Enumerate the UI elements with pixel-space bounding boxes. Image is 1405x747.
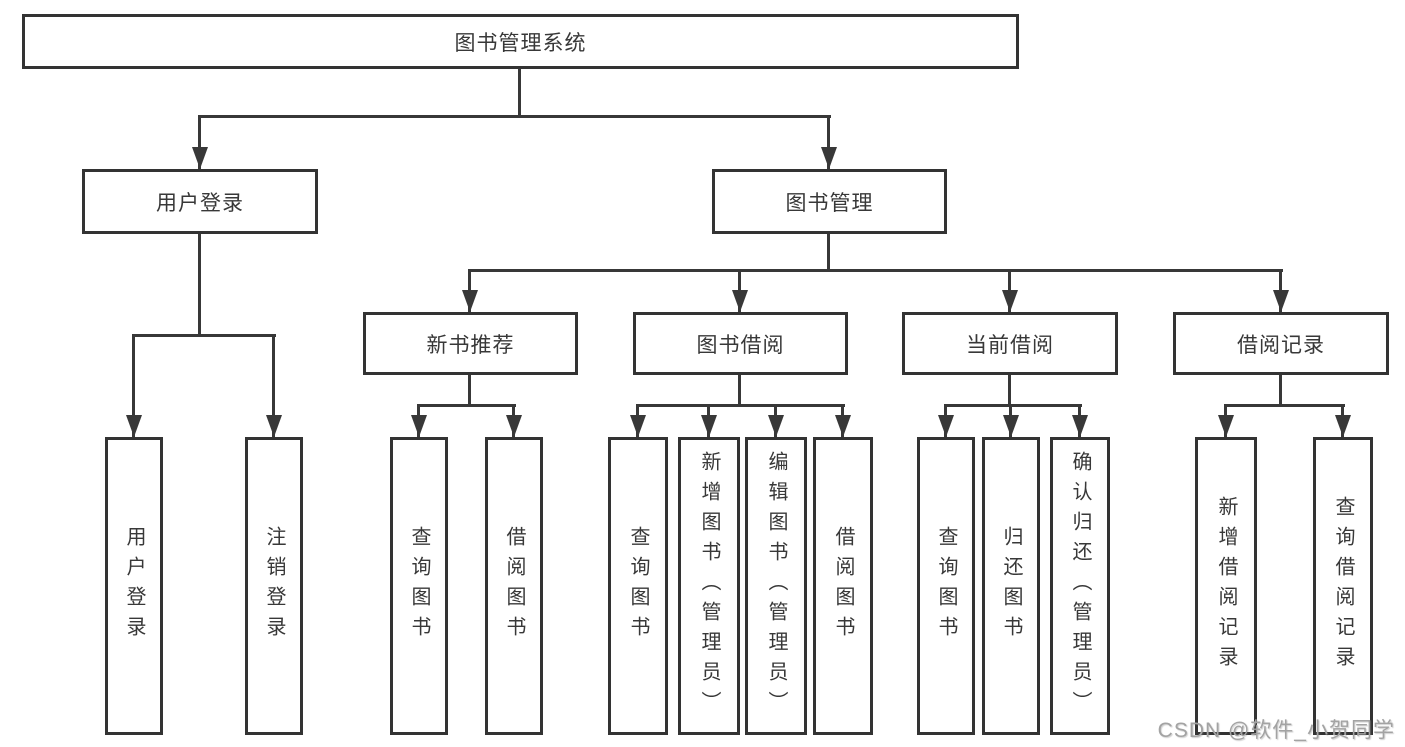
arrowhead-down-icon	[1003, 415, 1019, 437]
connector-hline	[1224, 404, 1345, 407]
node-user-login: 用户登录	[82, 169, 318, 234]
node-return-books: 归还图书	[982, 437, 1040, 735]
connector-hline	[636, 404, 845, 407]
node-query-books-current: 查询图书	[917, 437, 975, 735]
connector-vline	[132, 337, 135, 437]
node-user-login-leaf: 用户登录	[105, 437, 163, 735]
arrowhead-down-icon	[821, 147, 837, 169]
connector-hline	[944, 404, 1082, 407]
arrowhead-down-icon	[506, 415, 522, 437]
node-add-books-admin: 新增图书（管理员）	[678, 437, 740, 735]
node-query-books-borrowing: 查询图书	[608, 437, 668, 735]
arrowhead-down-icon	[126, 415, 142, 437]
arrowhead-down-icon	[1335, 415, 1351, 437]
connector-vline	[198, 117, 201, 169]
node-current-borrowing: 当前借阅	[902, 312, 1118, 375]
node-query-books-recommend: 查询图书	[390, 437, 448, 735]
connector-vline	[272, 337, 275, 437]
node-book-borrowing: 图书借阅	[633, 312, 848, 375]
connector-vline	[198, 234, 201, 337]
connector-hline	[132, 334, 276, 337]
node-library-management-system: 图书管理系统	[22, 14, 1019, 69]
connector-vline	[827, 234, 830, 272]
arrowhead-down-icon	[835, 415, 851, 437]
connector-hline	[198, 115, 831, 118]
arrowhead-down-icon	[732, 290, 748, 312]
arrowhead-down-icon	[938, 415, 954, 437]
node-borrow-books-borrowing: 借阅图书	[813, 437, 873, 735]
connector-hline	[417, 404, 516, 407]
arrowhead-down-icon	[1072, 415, 1088, 437]
connector-hline	[468, 269, 1283, 272]
node-borrowing-records: 借阅记录	[1173, 312, 1389, 375]
arrowhead-down-icon	[1218, 415, 1234, 437]
node-query-borrow-record: 查询借阅记录	[1313, 437, 1373, 735]
node-confirm-return-admin: 确认归还（管理员）	[1050, 437, 1110, 735]
arrowhead-down-icon	[192, 147, 208, 169]
node-book-management: 图书管理	[712, 169, 947, 234]
connector-vline	[827, 117, 830, 169]
node-add-borrow-record: 新增借阅记录	[1195, 437, 1257, 735]
connector-vline	[468, 375, 471, 407]
node-borrow-books-recommend: 借阅图书	[485, 437, 543, 735]
connector-vline	[738, 375, 741, 407]
arrowhead-down-icon	[701, 415, 717, 437]
node-logout-leaf: 注销登录	[245, 437, 303, 735]
connector-vline	[518, 68, 521, 117]
arrowhead-down-icon	[630, 415, 646, 437]
node-edit-books-admin: 编辑图书（管理员）	[745, 437, 807, 735]
connector-vline	[1279, 375, 1282, 407]
node-new-book-recommendation: 新书推荐	[363, 312, 578, 375]
watermark-text: CSDN @软件_小贺同学	[1157, 719, 1395, 742]
arrowhead-down-icon	[1273, 290, 1289, 312]
connector-vline	[1008, 375, 1011, 407]
arrowhead-down-icon	[1002, 290, 1018, 312]
arrowhead-down-icon	[266, 415, 282, 437]
arrowhead-down-icon	[411, 415, 427, 437]
arrowhead-down-icon	[462, 290, 478, 312]
arrowhead-down-icon	[768, 415, 784, 437]
